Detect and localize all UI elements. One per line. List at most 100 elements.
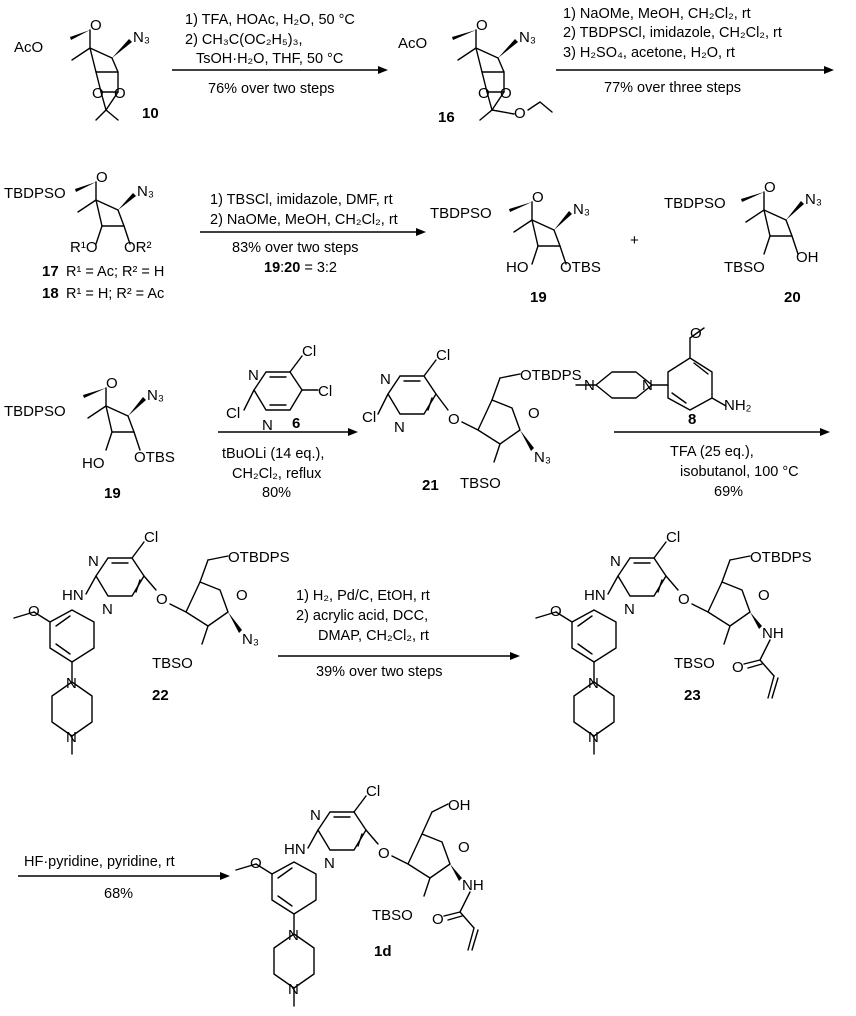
compound-label-23: 23 (684, 687, 701, 704)
or2-label: OR² (124, 239, 152, 256)
compound-label-20: 20 (784, 289, 801, 306)
pyrimidine-n3: N (324, 855, 335, 872)
step2-line1: 1) NaOMe, MeOH, CH₂Cl₂, rt (563, 6, 751, 22)
tbso-label: TBSO (674, 655, 715, 672)
tbso-label: TBSO (724, 259, 765, 276)
compound-label-21: 21 (422, 477, 439, 494)
compound-label-18: 18 (42, 285, 59, 302)
pyrimidine-n1: N (380, 371, 391, 388)
otbdps-label: OTBDPS (228, 549, 290, 566)
step4-yield: 80% (262, 485, 291, 501)
ether-oxygen: O (156, 591, 168, 608)
compound-label-1d: 1d (374, 943, 392, 960)
ring-oxygen: O (96, 169, 108, 186)
tbdpso-label: TBDPSO (4, 185, 66, 202)
otbs-label: OTBS (560, 259, 601, 276)
amino-label: NH₂ (724, 397, 752, 414)
compound-19: TBDPSO O N₃ HO OTBS 19 (430, 189, 601, 306)
chloro-5: Cl (302, 343, 316, 360)
pyrimidine-n1: N (310, 807, 321, 824)
aco-label: AcO (14, 39, 43, 56)
compound-label-22: 22 (152, 687, 169, 704)
compound-label-16: 16 (438, 109, 455, 126)
hn-label: HN (62, 587, 84, 604)
azide-label: N₃ (137, 183, 154, 200)
compound-21: N N Cl Cl O OTBDPS O N₃ TBSO 21 (362, 347, 582, 494)
otbs-label: OTBS (134, 449, 175, 466)
chloro-5: Cl (366, 783, 380, 800)
compound-label-6: 6 (292, 415, 300, 432)
compound-label-8: 8 (688, 411, 696, 428)
piperazine-n-methyl: N (66, 729, 77, 746)
methoxy-oxygen: O (690, 325, 702, 342)
reaction-step-3: 1) TBSCl, imidazole, DMF, rt 2) NaOMe, M… (200, 192, 426, 276)
amide-nh: NH (762, 625, 784, 642)
plus-sign: + (630, 232, 639, 249)
step2-line2: 2) TBDPSCl, imidazole, CH₂Cl₂, rt (563, 25, 782, 41)
ketal-oxygen-left: O (92, 85, 104, 102)
step5-yield: 69% (714, 484, 743, 500)
reaction-step-2: 1) NaOMe, MeOH, CH₂Cl₂, rt 2) TBDPSCl, i… (556, 6, 834, 96)
methoxy-oxygen: O (28, 603, 40, 620)
amide-oxygen: O (432, 911, 444, 928)
compound-20: TBDPSO O N₃ TBSO OH 20 (664, 179, 822, 306)
compound-23: N N Cl HN O OTBDPS O NH O TBSO O N N 23 (535, 529, 812, 755)
compound-8: O N N NH₂ 8 (575, 325, 752, 428)
ratio-compound-20: 20 (284, 260, 300, 276)
step2-yield: 77% over three steps (604, 80, 741, 96)
azide-label: N₃ (519, 29, 536, 46)
step5-line2: isobutanol, 100 °C (680, 464, 799, 480)
step4-line2: CH₂Cl₂, reflux (232, 466, 322, 482)
amide-oxygen: O (732, 659, 744, 676)
ring-oxygen: O (758, 587, 770, 604)
azide-label: N₃ (805, 191, 822, 208)
ring-oxygen: O (764, 179, 776, 196)
tbso-label: TBSO (372, 907, 413, 924)
step6-line3: DMAP, CH₂Cl₂, rt (318, 628, 429, 644)
chloro-5: Cl (144, 529, 158, 546)
azide-label: N₃ (147, 387, 164, 404)
step7-yield: 68% (104, 886, 133, 902)
r-definition-18: R¹ = H; R² = Ac (66, 286, 164, 302)
pyrimidine-n3: N (394, 419, 405, 436)
step1-line1: 1) TFA, HOAc, H₂O, 50 °C (185, 12, 355, 28)
ratio-value: = 3:2 (300, 260, 337, 276)
compound-label-19-repeat: 19 (104, 485, 121, 502)
pyrimidine-n3: N (262, 417, 273, 434)
chloro-2: Cl (362, 409, 376, 426)
step3-yield: 83% over two steps (232, 240, 359, 256)
ring-oxygen: O (236, 587, 248, 604)
step6-yield: 39% over two steps (316, 664, 443, 680)
azide-label: N₃ (534, 449, 551, 466)
pyrimidine-n3: N (624, 601, 635, 618)
ring-oxygen: O (106, 375, 118, 392)
azide-label: N₃ (573, 201, 590, 218)
methoxy-oxygen: O (250, 855, 262, 872)
ratio-compound-19: 19 (264, 260, 280, 276)
chloro-5: Cl (436, 347, 450, 364)
step6-line1: 1) H₂, Pd/C, EtOH, rt (296, 588, 430, 604)
ether-oxygen: O (678, 591, 690, 608)
tbdpso-label: TBDPSO (664, 195, 726, 212)
azide-label: N₃ (242, 631, 259, 648)
reaction-step-6: 1) H₂, Pd/C, EtOH, rt 2) acrylic acid, D… (278, 588, 520, 680)
otbdps-label: OTBDPS (520, 367, 582, 384)
reaction-step-7: HF·pyridine, pyridine, rt 68% (18, 854, 230, 902)
pyrimidine-n1: N (88, 553, 99, 570)
reaction-step-4: N N Cl Cl Cl 6 tBuOLi (14 eq.), CH₂Cl₂, … (218, 343, 358, 501)
hn-label: HN (284, 841, 306, 858)
step6-line2: 2) acrylic acid, DCC, (296, 608, 428, 624)
ratio-separator: : (280, 260, 284, 276)
methoxy-oxygen: O (550, 603, 562, 620)
amide-nh: NH (462, 877, 484, 894)
step1-yield: 76% over two steps (208, 81, 335, 97)
ethoxy-oxygen: O (514, 105, 526, 122)
ring-oxygen: O (532, 189, 544, 206)
step3-ratio: 19:20 = 3:2 (264, 260, 337, 276)
compound-22: N N Cl HN O OTBDPS O N₃ TBSO O N N 22 (13, 529, 290, 755)
compound-label-17: 17 (42, 263, 59, 280)
oh-label: OH (448, 797, 471, 814)
aco-label: AcO (398, 35, 427, 52)
r-definition-17: R¹ = Ac; R² = H (66, 264, 164, 280)
hn-label: HN (584, 587, 606, 604)
